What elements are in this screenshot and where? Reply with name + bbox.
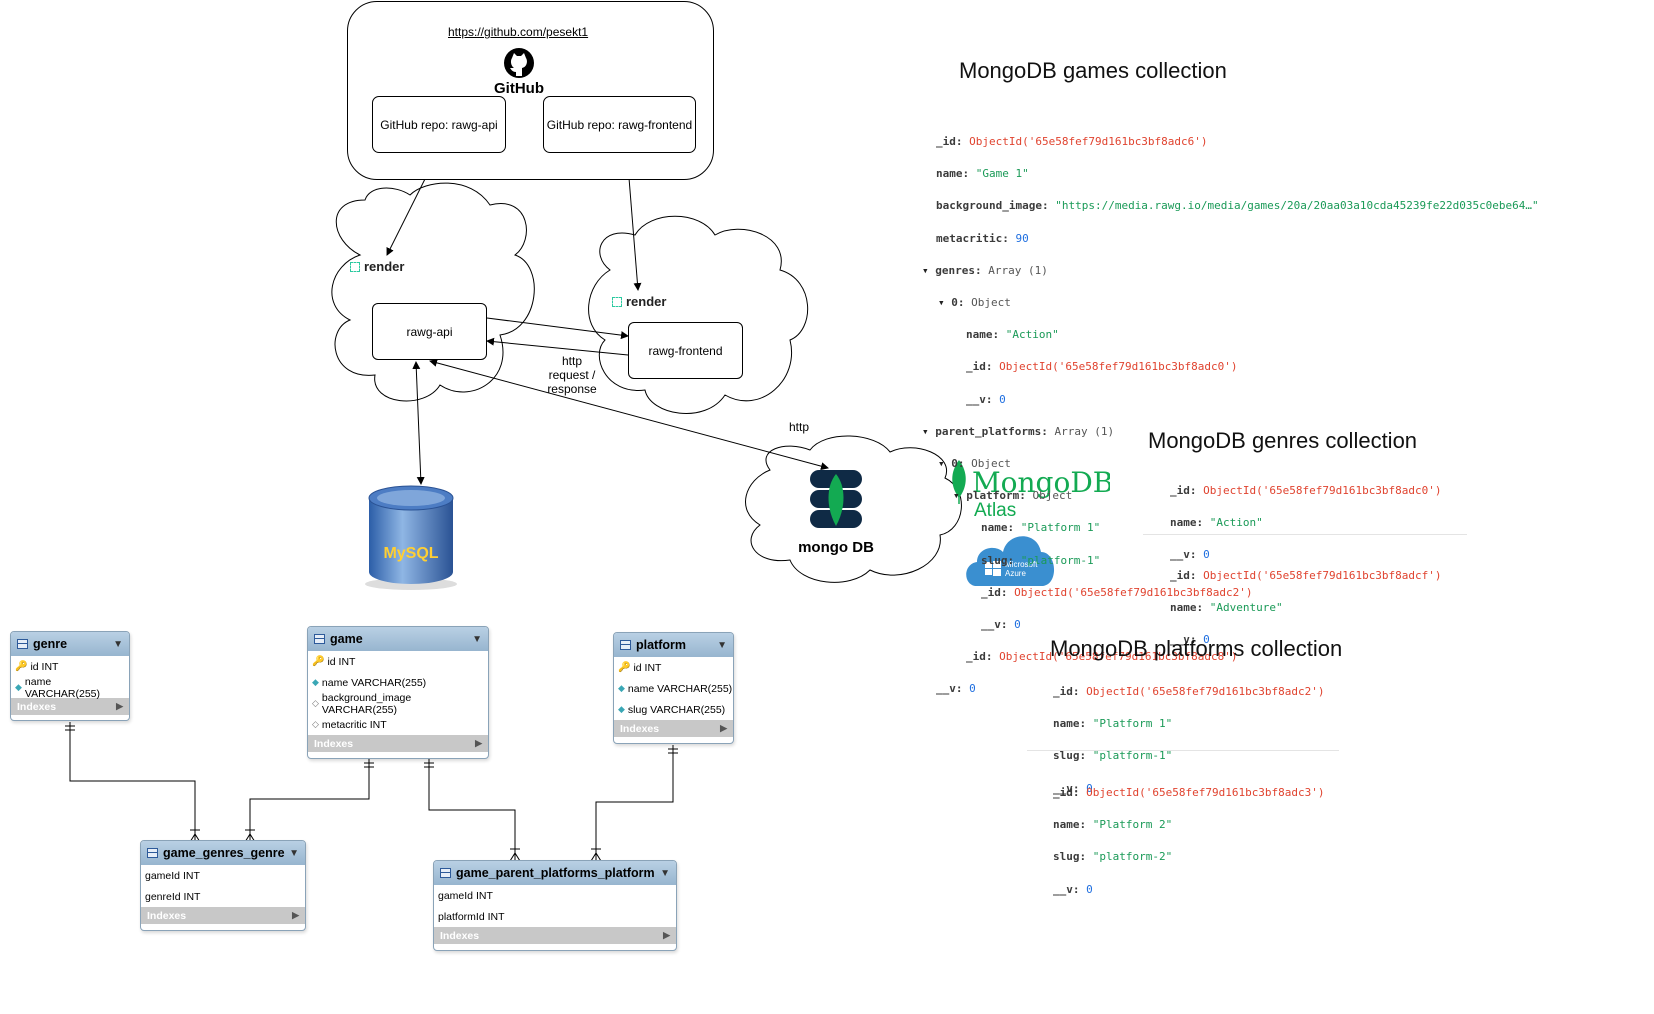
column-icon: ◆ <box>618 704 625 714</box>
primary-key-icon: 🔑 <box>312 656 325 667</box>
platforms-document-2: _id: ObjectId('65e58fef79d161bc3bf8adc3'… <box>1053 786 1325 896</box>
svg-text:MySQL: MySQL <box>383 545 438 562</box>
svg-text:Atlas: Atlas <box>974 500 1016 520</box>
column-icon: ◇ <box>312 719 319 729</box>
column-row: 🔑id INT <box>618 661 662 674</box>
genres-divider <box>1143 534 1467 535</box>
mongodb-database-icon: mongo DB <box>798 466 876 558</box>
table-icon <box>314 634 325 644</box>
render-icon <box>612 296 622 307</box>
render-label-right: render <box>612 294 666 309</box>
column-row: genreId INT <box>145 890 201 903</box>
rawg-frontend-node[interactable]: rawg-frontend <box>628 322 743 379</box>
render-cloud-right <box>588 215 809 414</box>
expand-arrow-icon: ▾ <box>922 263 936 277</box>
render-cloud-left <box>331 182 535 402</box>
column-row: 🔑id INT <box>15 660 59 673</box>
expand-icon: ▶ <box>663 930 670 940</box>
table-icon <box>440 868 451 878</box>
render-label-left: render <box>350 259 404 274</box>
genres-document-1: _id: ObjectId('65e58fef79d161bc3bf8adc0'… <box>1170 484 1442 562</box>
column-row: platformId INT <box>438 910 505 923</box>
platforms-collection-title: MongoDB platforms collection <box>1050 636 1343 661</box>
svg-text:MongoDB.: MongoDB. <box>972 466 1110 499</box>
column-row: gameId INT <box>145 869 200 882</box>
github-url-link[interactable]: https://github.com/pesekt1 <box>448 25 589 39</box>
expand-arrow-icon: ▾ <box>938 296 952 310</box>
expand-icon: ▶ <box>720 723 727 733</box>
repo-rawg-frontend[interactable]: GitHub repo: rawg-frontend <box>543 96 696 153</box>
indexes-footer: Indexes▶ <box>141 907 305 924</box>
table-icon <box>17 639 28 649</box>
svg-text:mongo DB: mongo DB <box>798 539 874 556</box>
svg-text:Microsoft: Microsoft <box>1005 560 1038 569</box>
rawg-api-node[interactable]: rawg-api <box>372 303 487 360</box>
column-row: 🔑id INT <box>312 655 356 668</box>
genres-document-2: _id: ObjectId('65e58fef79d161bc3bf8adcf'… <box>1170 569 1442 647</box>
expand-icon: ▶ <box>292 910 299 920</box>
games-collection-title: MongoDB games collection <box>959 58 1227 83</box>
indexes-footer: Indexes▶ <box>434 927 676 944</box>
indexes-footer: Indexes▶ <box>11 698 129 715</box>
svg-text:Azure: Azure <box>1005 569 1026 578</box>
mongodb-atlas-logo: MongoDB. Atlas <box>950 458 1122 521</box>
column-row: ◆name VARCHAR(255) <box>312 676 427 689</box>
column-icon: ◆ <box>618 683 625 693</box>
column-icon: ◆ <box>15 682 22 692</box>
column-row: ◇metacritic INT <box>312 718 387 731</box>
er-table-game-genres-genre[interactable]: game_genres_genre▼ gameId INT genreId IN… <box>140 840 306 931</box>
expand-arrow-icon: ▾ <box>953 489 967 503</box>
column-row: ◆name VARCHAR(255) <box>618 682 733 695</box>
collapse-icon[interactable]: ▼ <box>717 639 727 651</box>
collapse-icon[interactable]: ▼ <box>113 638 123 650</box>
column-icon: ◇ <box>312 698 319 708</box>
table-icon <box>620 640 631 650</box>
mysql-database-icon: MySQL <box>362 484 460 592</box>
indexes-footer: Indexes▶ <box>614 720 733 737</box>
er-relationship-lines <box>65 722 678 862</box>
expand-icon: ▶ <box>116 701 123 711</box>
collapse-icon[interactable]: ▼ <box>660 867 670 879</box>
http-label: http <box>788 420 809 434</box>
column-icon: ◆ <box>312 677 319 687</box>
github-logo-text: GitHub <box>494 80 544 96</box>
primary-key-icon: 🔑 <box>618 662 631 673</box>
collapse-icon[interactable]: ▼ <box>472 633 482 645</box>
games-document: _id: ObjectId('65e58fef79d161bc3bf8adc6'… <box>922 135 1539 696</box>
expand-arrow-icon: ▾ <box>922 424 936 438</box>
table-icon <box>147 848 158 858</box>
column-row: gameId INT <box>438 889 493 902</box>
er-table-game[interactable]: game▼ 🔑id INT ◆name VARCHAR(255) ◇backgr… <box>307 626 489 759</box>
render-icon <box>350 261 360 272</box>
column-row: ◇background_image VARCHAR(255) <box>312 691 412 716</box>
github-logo-icon: GitHub <box>490 46 548 97</box>
expand-icon: ▶ <box>475 738 482 748</box>
er-table-game-parent-platforms-platform[interactable]: game_parent_platforms_platform▼ gameId I… <box>433 860 677 951</box>
mongo-cloud <box>745 435 962 583</box>
column-row: ◆name VARCHAR(255) <box>15 675 100 700</box>
platforms-divider <box>1027 750 1339 751</box>
primary-key-icon: 🔑 <box>15 661 28 672</box>
er-table-genre[interactable]: genre▼ 🔑id INT ◆name VARCHAR(255) Indexe… <box>10 631 130 721</box>
azure-cloud-icon: Microsoft Azure <box>965 528 1057 588</box>
genres-collection-title: MongoDB genres collection <box>1148 428 1418 453</box>
platforms-document-1: _id: ObjectId('65e58fef79d161bc3bf8adc2'… <box>1053 685 1325 795</box>
er-table-platform[interactable]: platform▼ 🔑id INT ◆name VARCHAR(255) ◆sl… <box>613 632 734 744</box>
http-request-response-label: http request / response <box>547 354 597 396</box>
indexes-footer: Indexes▶ <box>308 735 488 752</box>
expand-arrow-icon: ▾ <box>938 456 952 470</box>
collapse-icon[interactable]: ▼ <box>289 847 299 859</box>
column-row: ◆slug VARCHAR(255) <box>618 703 726 716</box>
repo-rawg-api[interactable]: GitHub repo: rawg-api <box>372 96 506 153</box>
